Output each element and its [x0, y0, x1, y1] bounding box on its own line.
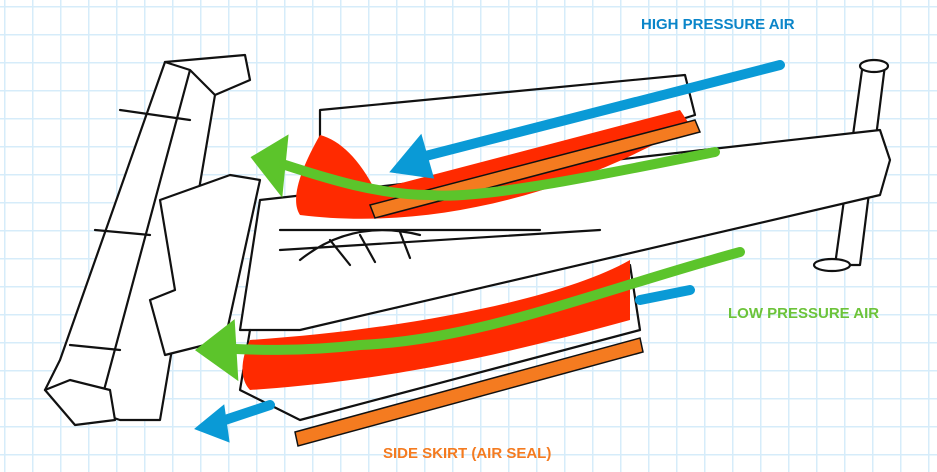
low-pressure-zone-lower	[242, 260, 630, 390]
side-skirt-label: SIDE SKIRT (AIR SEAL)	[383, 445, 551, 462]
high-pressure-arrows	[194, 60, 785, 443]
front-wing	[43, 53, 262, 427]
side-skirt-lower	[294, 337, 644, 447]
low-pressure-arrows	[194, 134, 745, 382]
low-pressure-label: LOW PRESSURE AIR	[728, 305, 879, 322]
high-pressure-label: HIGH PRESSURE AIR	[641, 16, 795, 33]
